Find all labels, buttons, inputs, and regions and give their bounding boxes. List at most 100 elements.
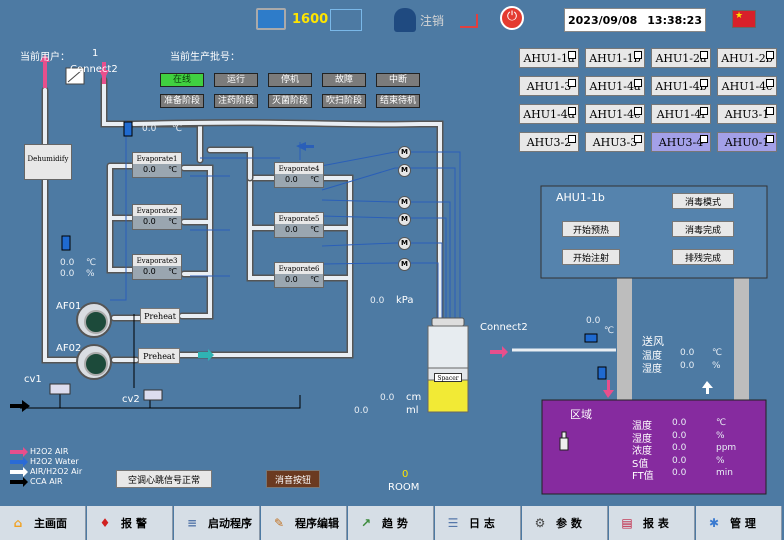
log-icon: ☰ bbox=[447, 516, 459, 530]
disinfect-done-button[interactable]: 消毒完成 bbox=[672, 221, 734, 237]
phase-3[interactable]: 吹扫阶段 bbox=[322, 94, 366, 108]
ahu-button-ahu1-4a[interactable]: AHU1-4a bbox=[585, 76, 645, 96]
disinfect-mode-button[interactable]: 消毒模式 bbox=[672, 193, 734, 209]
ahu-button-ahu1-4b[interactable]: AHU1-4b bbox=[651, 76, 711, 96]
level-cm-value: 0.0 bbox=[380, 393, 395, 403]
ahu-button-ahu3-2[interactable]: AHU3-2 bbox=[519, 132, 579, 152]
ahu-button-ahu3-1[interactable]: AHU3-1 bbox=[717, 104, 777, 124]
phase-2[interactable]: 灭菌阶段 bbox=[268, 94, 312, 108]
status-1[interactable]: 运行 bbox=[214, 73, 258, 87]
flag-icon[interactable]: ★ bbox=[732, 10, 756, 28]
ahu-button-ahu1-4d[interactable]: AHU1-4d bbox=[519, 104, 579, 124]
nav-settings[interactable]: ⚙参 数 bbox=[522, 506, 608, 540]
pressure-unit: kPa bbox=[396, 295, 414, 306]
area-value-1: 0.0 bbox=[672, 430, 687, 441]
top-temp-value: 0.0 bbox=[142, 124, 157, 134]
panel-title: AHU1-1b bbox=[556, 191, 605, 204]
nav-log[interactable]: ☰ 日 志 bbox=[435, 506, 521, 540]
area-label-4: FT值 bbox=[632, 471, 654, 482]
supply-label: 送风 bbox=[642, 335, 664, 348]
nav-label: 日 志 bbox=[469, 517, 495, 530]
area-label-0: 温度 bbox=[632, 421, 652, 432]
ahu-button-ahu3-4[interactable]: AHU3-4 bbox=[651, 132, 711, 152]
area-value-3: 0.0 bbox=[672, 455, 687, 466]
nav-alarm[interactable]: ♦报 警 bbox=[87, 506, 173, 540]
nav-edit[interactable]: ✎程序编辑 bbox=[261, 506, 347, 540]
ahu-button-ahu3-3[interactable]: AHU3-3 bbox=[585, 132, 645, 152]
exhaust-done-button[interactable]: 排残完成 bbox=[672, 249, 734, 265]
batch-label: 当前生产批号： bbox=[170, 52, 240, 63]
ahu-button-ahu0-1[interactable]: AHU0-1 bbox=[717, 132, 777, 152]
area-label-3: S值 bbox=[632, 458, 649, 470]
dehumidify-unit[interactable]: Dehumidify bbox=[24, 144, 72, 180]
datetime-display: 2023/09/08 13:38:23 bbox=[564, 8, 706, 32]
status-0[interactable]: 在线 bbox=[160, 73, 204, 87]
logout-button[interactable]: 注销 bbox=[420, 14, 445, 28]
evaporator-value: 0.0 bbox=[143, 267, 156, 276]
legend-arrow-3 bbox=[10, 477, 28, 487]
cv1-label: cv1 bbox=[24, 374, 42, 385]
cv2-label: cv2 bbox=[122, 394, 140, 405]
evaporator-reading: 0.0℃ bbox=[275, 224, 323, 237]
phase-4[interactable]: 结束待机 bbox=[376, 94, 420, 108]
top-temp-unit: ℃ bbox=[172, 124, 183, 134]
motor-3[interactable]: M bbox=[398, 196, 411, 209]
nav-manage[interactable]: ✱管 理 bbox=[696, 506, 782, 540]
start-inject-button[interactable]: 开始注射 bbox=[562, 249, 620, 265]
area-value-2: 0.0 bbox=[672, 443, 687, 453]
ahu-button-ahu1-2b[interactable]: AHU1-2b bbox=[717, 48, 777, 68]
motor-2[interactable]: M bbox=[398, 164, 411, 177]
nav-label: 主画面 bbox=[34, 517, 67, 530]
nav-home[interactable]: ⌂主画面 bbox=[0, 506, 86, 540]
area-unit-0: ℃ bbox=[716, 418, 727, 428]
motor-4[interactable]: M bbox=[398, 213, 411, 226]
ahu-button-ahu1-4e[interactable]: AHU1-4e bbox=[585, 104, 645, 124]
evaporator-reading: 0.0℃ bbox=[133, 164, 181, 177]
connect-right-label: Connect2 bbox=[480, 322, 528, 333]
fan-af01[interactable] bbox=[76, 302, 112, 338]
evaporator-unit: ℃ bbox=[310, 275, 319, 284]
supply-h-value: 0.0 bbox=[680, 361, 695, 371]
power-icon[interactable]: ⏻ bbox=[500, 6, 524, 30]
phase-1[interactable]: 注药阶段 bbox=[214, 94, 258, 108]
ahu-button-ahu1-3[interactable]: AHU1-3 bbox=[519, 76, 579, 96]
legend-label-0: H2O2 AIR bbox=[30, 447, 69, 456]
mute-button[interactable]: 消音按钮 bbox=[266, 470, 320, 488]
phase-0[interactable]: 准备阶段 bbox=[160, 94, 204, 108]
legend-arrow-2 bbox=[10, 467, 28, 477]
network-icon[interactable] bbox=[330, 9, 362, 31]
motor-5[interactable]: M bbox=[398, 237, 411, 250]
start-preheat-button[interactable]: 开始预热 bbox=[562, 221, 620, 237]
preheat-2[interactable]: Preheat bbox=[138, 348, 180, 364]
legend-label-2: AIR/H2O2 Air bbox=[30, 467, 83, 476]
status-4[interactable]: 中断 bbox=[376, 73, 420, 87]
nav-trend[interactable]: ↗趋 势 bbox=[348, 506, 434, 540]
trend-icon: ↗ bbox=[360, 516, 372, 530]
status-2[interactable]: 停机 bbox=[268, 73, 312, 87]
motor-1[interactable]: M bbox=[398, 146, 411, 159]
nav-report[interactable]: ▤报 表 bbox=[609, 506, 695, 540]
settings-icon: ⚙ bbox=[534, 516, 546, 530]
motor-6[interactable]: M bbox=[398, 258, 411, 271]
level-cm-unit: cm bbox=[406, 392, 422, 403]
status-3[interactable]: 故障 bbox=[322, 73, 366, 87]
nav-server[interactable]: ≡启动程序 bbox=[174, 506, 260, 540]
ahu-button-ahu1-4c[interactable]: AHU1-4c bbox=[717, 76, 777, 96]
ahu-button-ahu1-4f[interactable]: AHU1-4f bbox=[651, 104, 711, 124]
evaporator-value: 0.0 bbox=[285, 275, 298, 284]
evaporator-value: 0.0 bbox=[285, 175, 298, 184]
ahu-button-ahu1-2a[interactable]: AHU1-2a bbox=[651, 48, 711, 68]
monitor-icon bbox=[256, 8, 286, 30]
fan-af02[interactable] bbox=[76, 344, 112, 380]
preheat-1[interactable]: Preheat bbox=[140, 308, 180, 324]
ahu-button-ahu1-1a[interactable]: AHU1-1a bbox=[519, 48, 579, 68]
ahu-button-ahu1-1b[interactable]: AHU1-1b bbox=[585, 48, 645, 68]
spacer-label: Spacer bbox=[434, 373, 462, 382]
